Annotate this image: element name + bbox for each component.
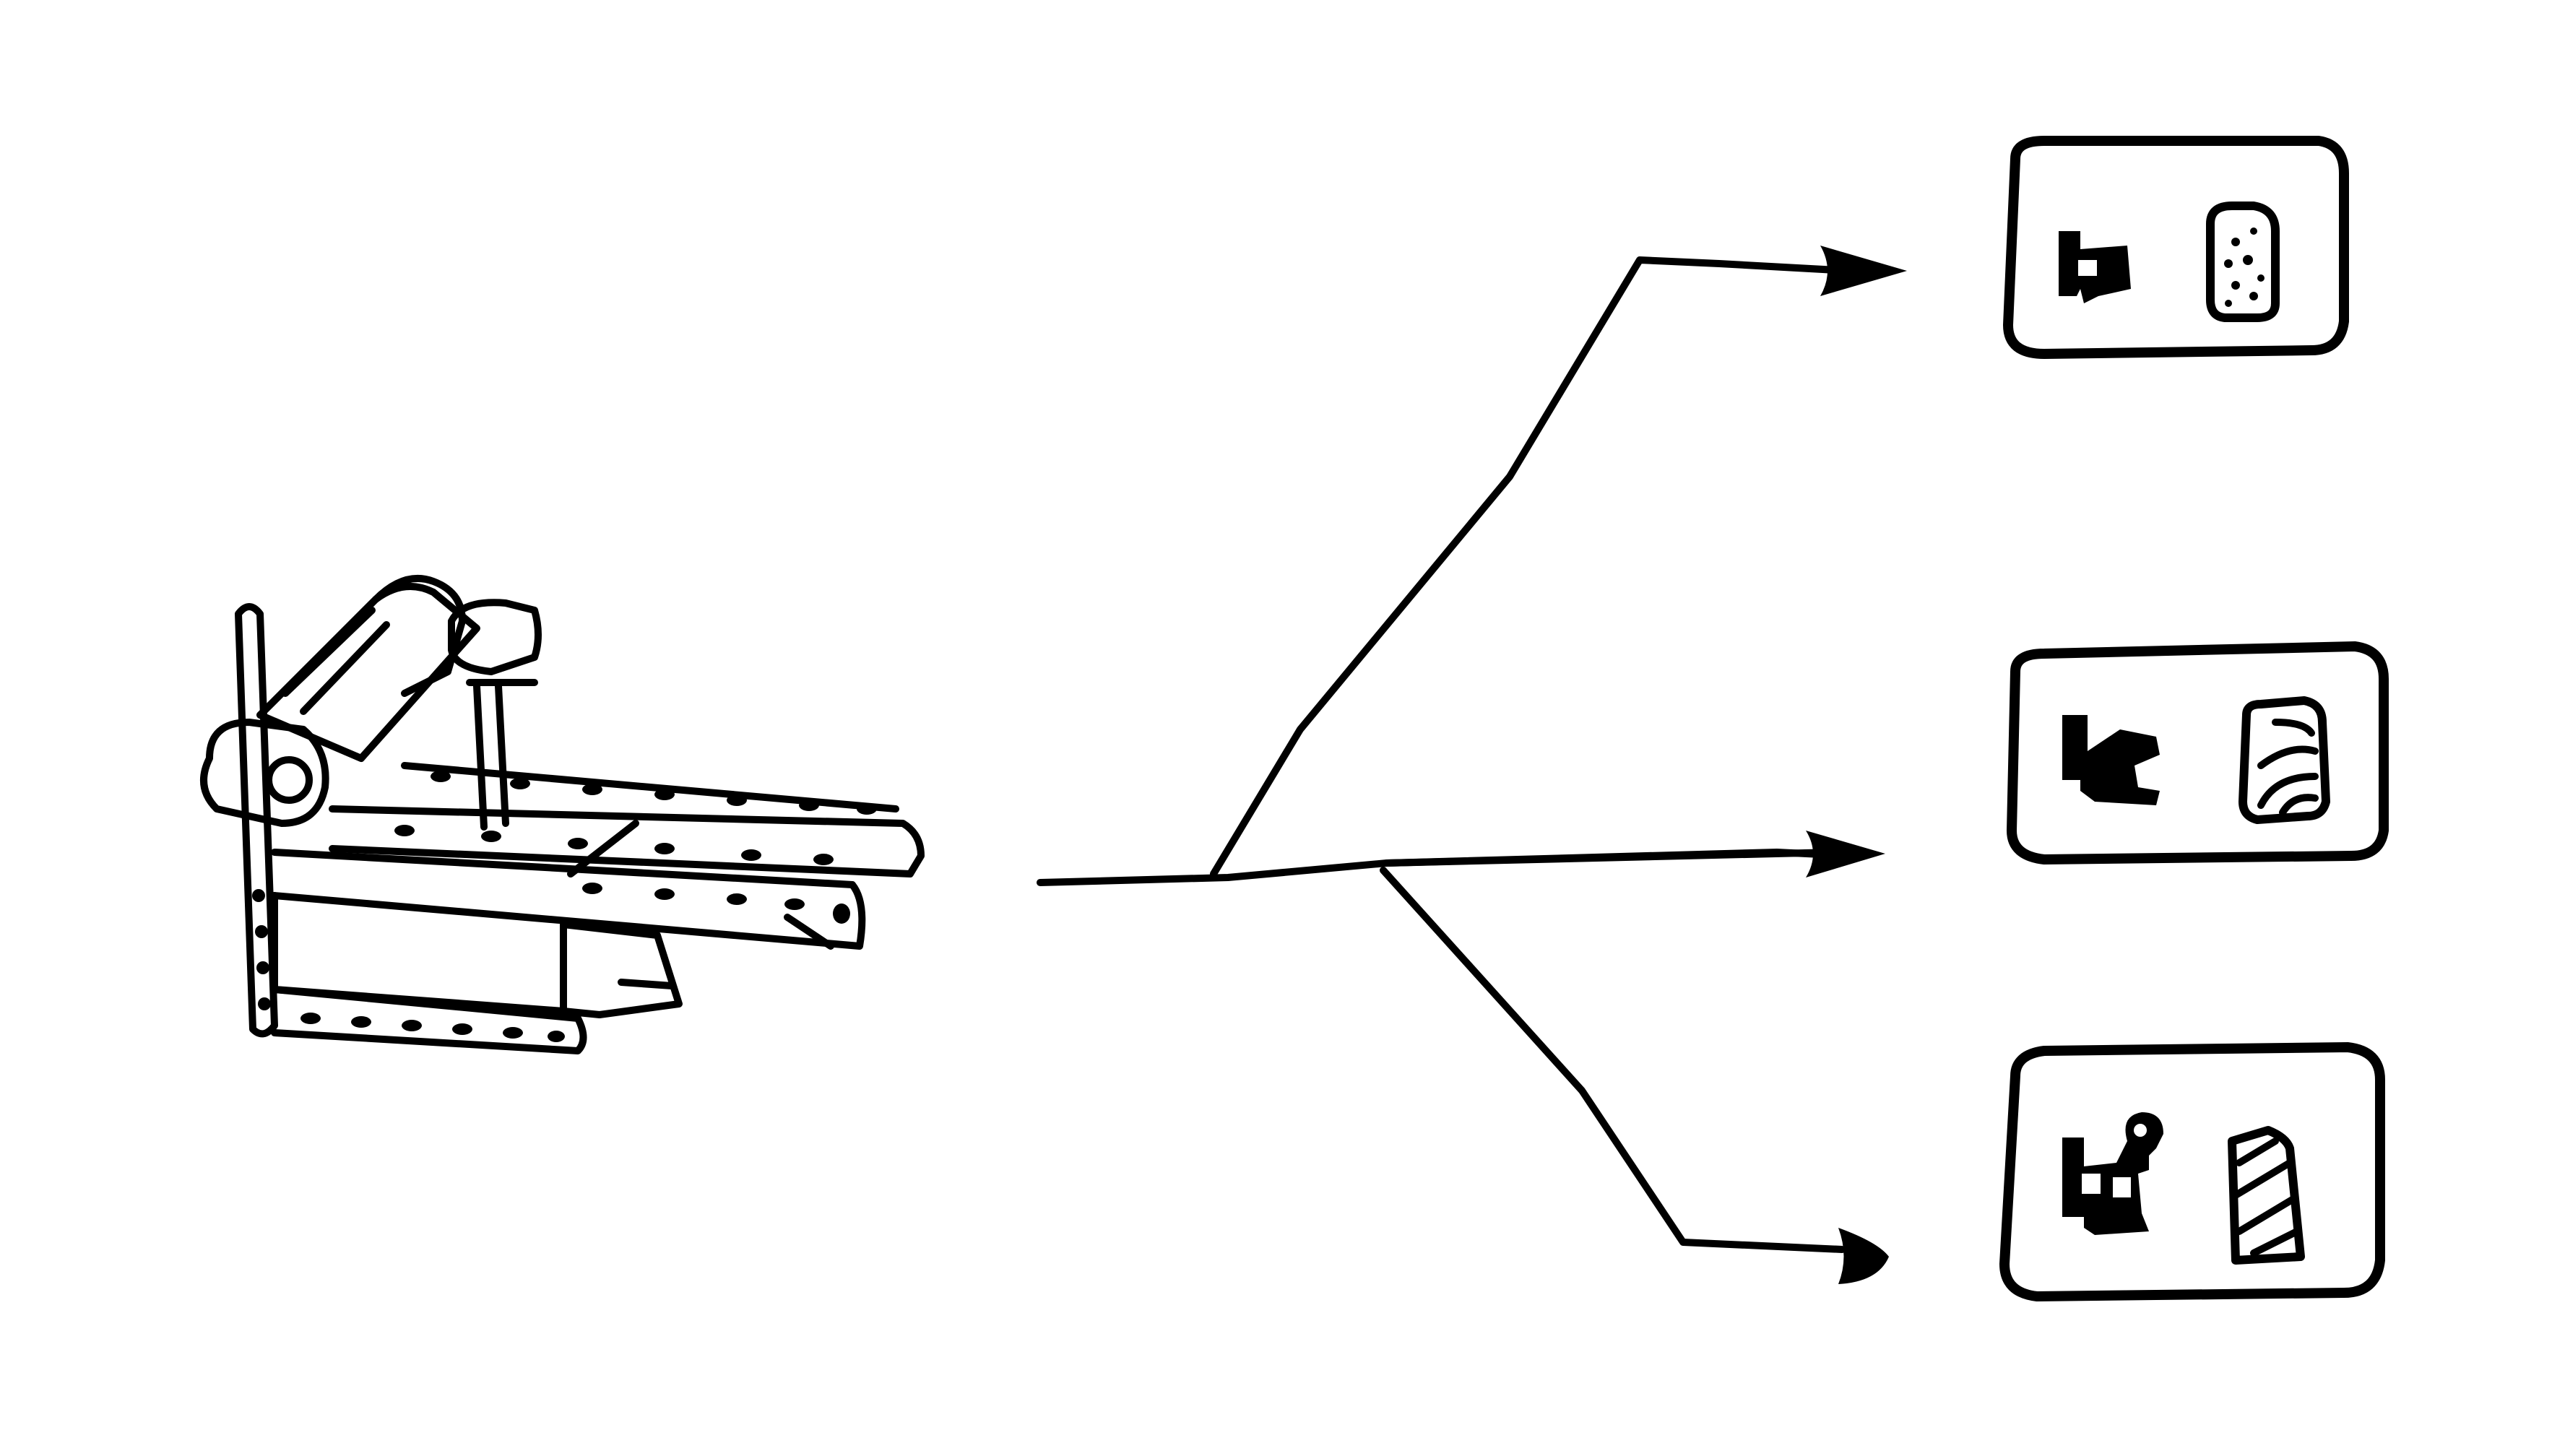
branch-arrow-icon — [1383, 831, 1885, 878]
branch-arrow-icon — [1380, 867, 1889, 1284]
machine-part-icon — [2062, 1112, 2163, 1235]
output-card-icon — [2007, 641, 2389, 864]
machine-part-icon — [2062, 715, 2160, 805]
curved-stripes-block-icon — [2239, 696, 2330, 824]
machine-part-icon — [2059, 231, 2131, 303]
dotted-block-icon — [2206, 202, 2280, 322]
output-card-icon — [1999, 1042, 2385, 1301]
output-card-icon — [2003, 136, 2349, 359]
branch-arrow-icon — [1210, 246, 1907, 878]
sorting-machine-icon — [200, 574, 925, 1054]
diagonal-stripes-block-icon — [2228, 1126, 2305, 1265]
branching-lines — [1037, 246, 1907, 1284]
